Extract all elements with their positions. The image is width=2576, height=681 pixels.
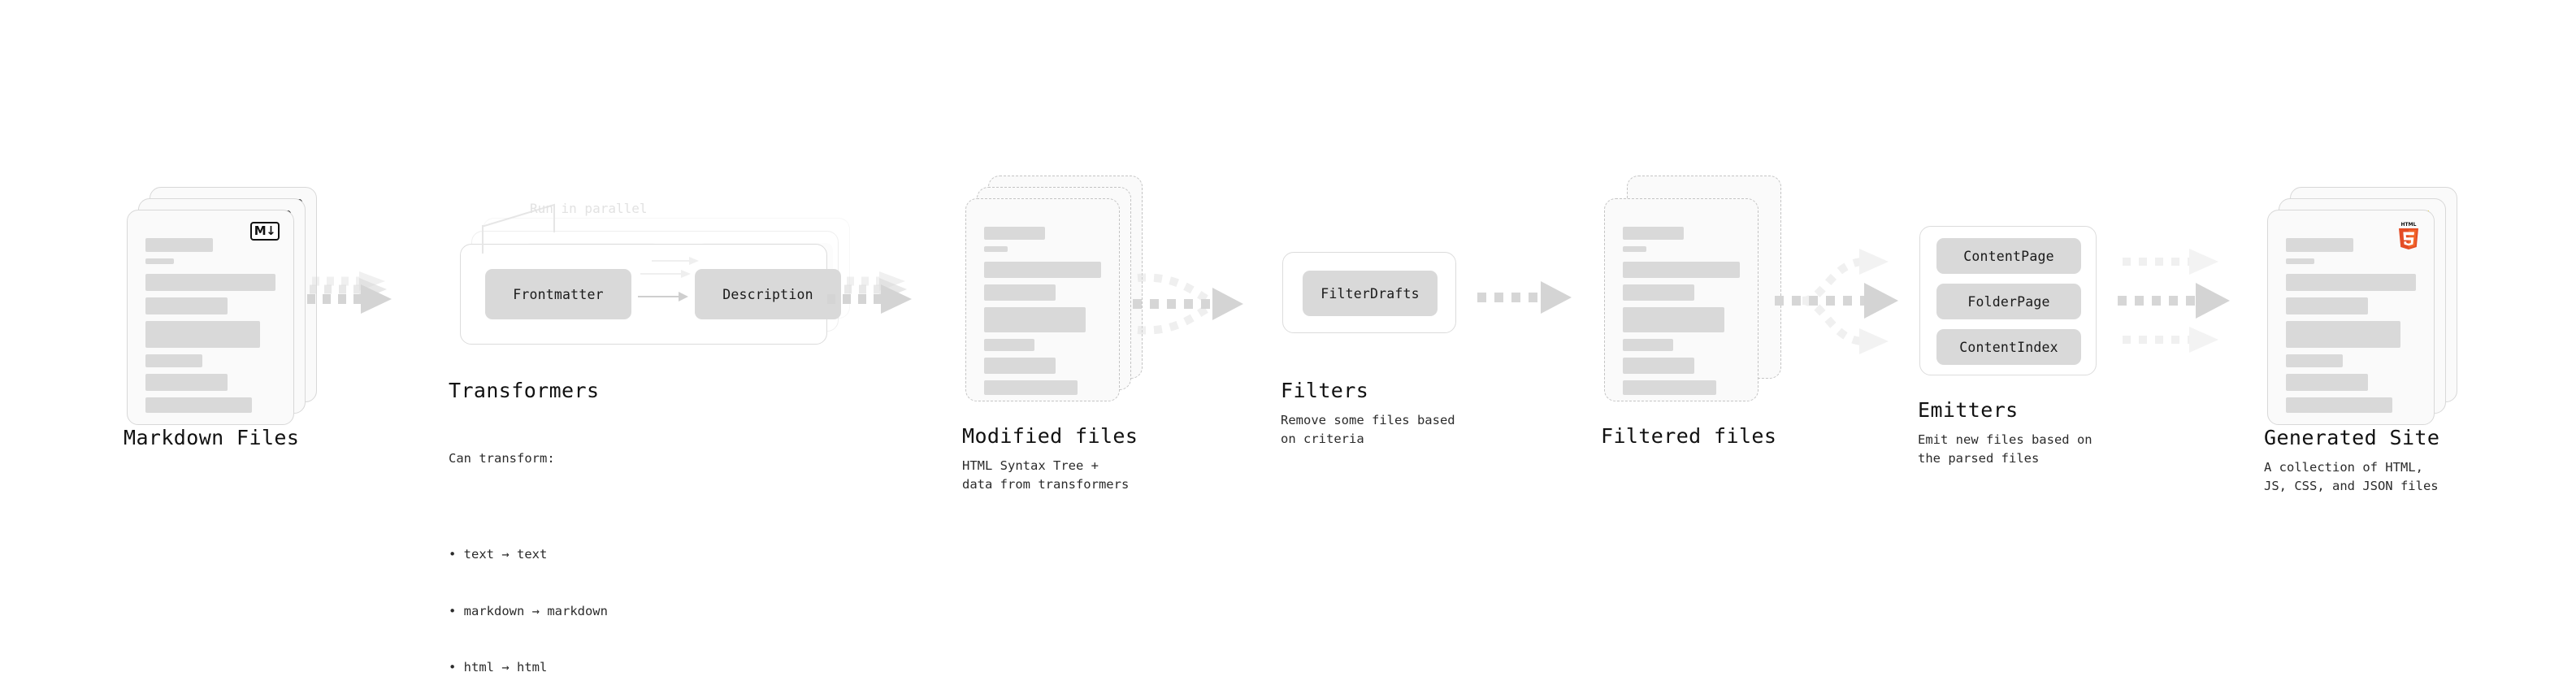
run-in-parallel-label: Run in parallel (530, 201, 648, 216)
transformers-capability-0: text → text (449, 545, 608, 564)
filters-box: FilterDrafts (1282, 252, 1456, 333)
arrow-markdown-to-transformers (307, 271, 392, 314)
arrow-filtered-to-emitters (1775, 249, 1898, 354)
transformers-capability-2: html → html (449, 658, 608, 677)
file-content-lines (145, 238, 275, 419)
file-content-lines (1623, 227, 1740, 401)
html5-icon: HTML (2396, 220, 2421, 249)
arrow-transformers-to-modified (827, 271, 912, 314)
emitter-pill-folderpage[interactable]: FolderPage (1936, 284, 2081, 319)
transformer-inner-arrow (638, 292, 688, 301)
transformer-pill-description[interactable]: Description (695, 269, 841, 319)
transformers-description: Can transform: text → text markdown → ma… (449, 411, 608, 681)
caption-modified-files: Modified files (962, 424, 1138, 448)
filter-pill-filterdrafts[interactable]: FilterDrafts (1303, 271, 1438, 316)
transformers-capability-list: text → text markdown → markdown html → h… (449, 507, 608, 681)
markdown-badge-glyph: M↓ (250, 222, 280, 241)
emitter-pill-contentindex[interactable]: ContentIndex (1936, 329, 2081, 365)
caption-emitters: Emitters (1918, 398, 2019, 422)
transformer-inner-arrow-mid (640, 257, 699, 278)
transformers-description-head: Can transform: (449, 450, 555, 466)
filters-description: Remove some files based on criteria (1281, 413, 1455, 447)
transformers-capability-1: markdown → markdown (449, 602, 608, 621)
caption-generated-site: Generated Site (2264, 426, 2440, 449)
filtered-file-card-front (1604, 198, 1759, 401)
caption-transformers: Transformers (449, 379, 600, 402)
svg-text:HTML: HTML (2401, 222, 2417, 228)
generated-file-card-html: HTML (2267, 210, 2435, 425)
transformer-pill-frontmatter[interactable]: Frontmatter (485, 269, 631, 319)
emitter-pill-contentpage[interactable]: ContentPage (1936, 238, 2081, 274)
caption-filters: Filters (1281, 379, 1369, 402)
file-content-lines (2286, 238, 2416, 419)
arrow-filters-to-filtered (1477, 281, 1572, 314)
run-in-parallel-leader (482, 203, 555, 254)
modified-file-card-front (965, 198, 1120, 401)
arrow-emitters-to-site (2118, 249, 2230, 353)
transformers-box-front: Frontmatter Description (460, 244, 841, 345)
arrow-modified-to-filters (1133, 273, 1243, 335)
caption-markdown-files: Markdown Files (124, 426, 300, 449)
emitters-description: Emit new files based on the parsed files (1918, 432, 2092, 466)
modified-files-description: HTML Syntax Tree + data from transformer… (962, 458, 1130, 492)
markdown-icon: M↓ (250, 222, 280, 241)
markdown-file-card-front: M↓ (127, 210, 294, 425)
generated-site-description: A collection of HTML, JS, CSS, and JSON … (2264, 460, 2439, 494)
file-content-lines (984, 227, 1101, 401)
caption-filtered-files: Filtered files (1601, 424, 1777, 448)
emitters-box: ContentPage FolderPage ContentIndex (1919, 226, 2097, 375)
